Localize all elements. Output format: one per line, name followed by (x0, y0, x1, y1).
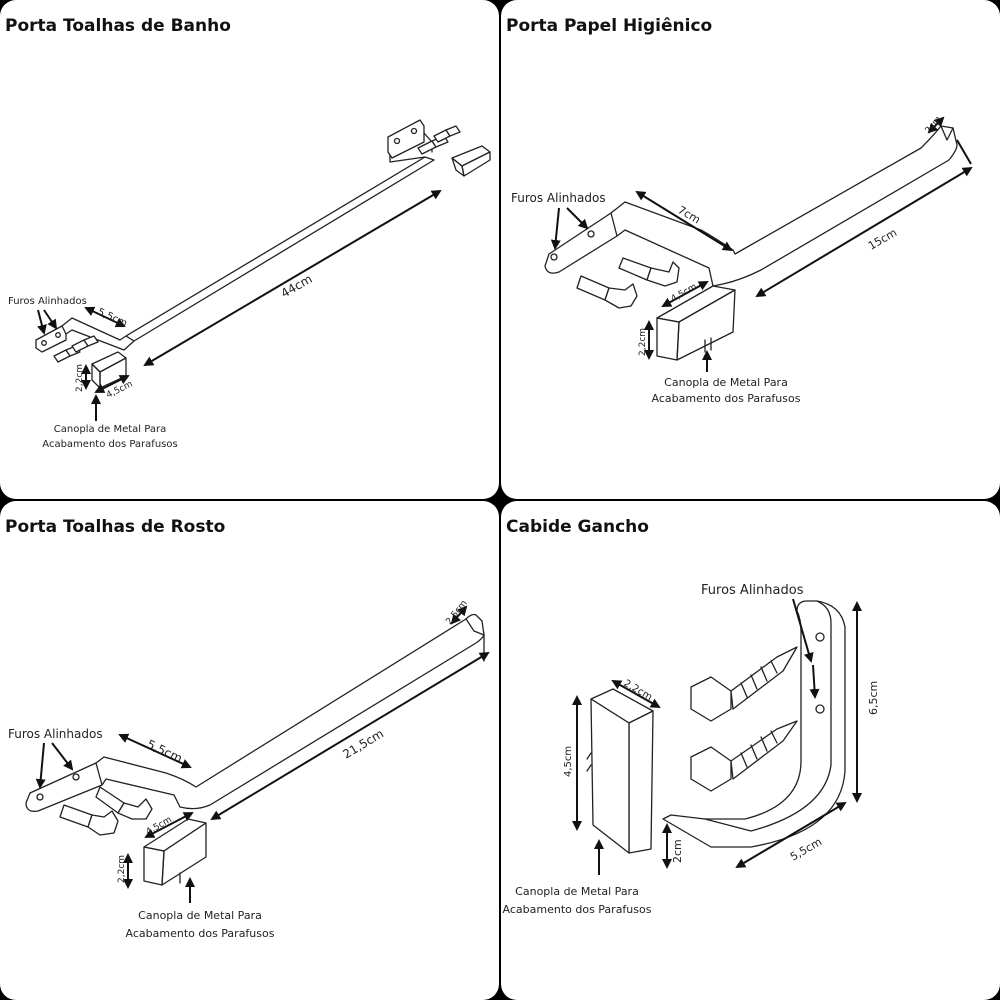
canopy-label-line1: Canopla de Metal Para (515, 885, 639, 898)
screw-icon (95, 786, 153, 820)
screw-icon (690, 720, 798, 792)
panel-title: Cabide Gancho (506, 517, 649, 537)
panel-title: Porta Toalhas de Banho (5, 16, 231, 36)
dim-height-label: 6,5cm (867, 681, 880, 715)
dim-length-label: 21,5cm (340, 726, 386, 761)
screw-icon (433, 125, 461, 143)
mounting-plate-left (35, 325, 67, 353)
dim-cap-height-label: 4,5cm (563, 746, 574, 777)
canopy-label-line1: Canopla de Metal Para (138, 909, 262, 922)
holes-label: Furos Alinhados (8, 727, 103, 741)
canopy-label-line1: Canopla de Metal Para (664, 376, 788, 389)
mounting-plate-right (387, 119, 425, 159)
dim-length-arrow (143, 189, 442, 367)
mounting-plate (25, 762, 103, 812)
panel-face-towel-holder: Porta Toalhas de Rosto 5,5cm 21,5cm 2,5c… (0, 501, 499, 1000)
canopy-label-line2: Acabamento dos Parafusos (503, 903, 652, 916)
dim-depth-label: 5,5cm (96, 307, 129, 330)
panel-bath-towel-holder: Porta Toalhas de Banho (0, 0, 499, 499)
dim-depth-label: 5,5cm (145, 737, 185, 765)
holes-label: Furos Alinhados (511, 191, 606, 205)
dim-tip-label: 2cm (924, 115, 944, 136)
screw-icon (618, 257, 680, 287)
hook-drawing: 2,2cm 4,5cm 6,5cm 5,5cm 2cm Furos Alinha… (503, 583, 880, 916)
holes-label: Furos Alinhados (8, 296, 87, 307)
paper-arm (610, 125, 958, 287)
panel-title: Porta Papel Higiênico (506, 16, 713, 36)
mounting-plate (544, 212, 618, 274)
screw-icon (690, 646, 798, 722)
towel-bar (125, 156, 435, 342)
canopy-label-line2: Acabamento dos Parafusos (126, 927, 275, 940)
canopy-label-line1: Canopla de Metal Para (54, 424, 166, 435)
dim-tip-label: 2,5cm (444, 599, 469, 627)
canopy-label-line2: Acabamento dos Parafusos (652, 392, 801, 405)
dim-lip-label: 2cm (671, 839, 684, 863)
panel-toilet-paper-holder: Porta Papel Higiênico 7cm 15cm 2cm (501, 0, 1000, 499)
screw-icon (576, 275, 638, 309)
panel-hook: Cabide Gancho 2,2cm 4,5cm 6,5cm 5,5cm (501, 501, 1000, 1000)
dim-cap-height-label: 2,2cm (117, 855, 127, 883)
towel-arm (95, 613, 485, 810)
screw-icon (59, 804, 119, 836)
dim-depth-label: 5,5cm (788, 835, 824, 863)
canopy-label-line2: Acabamento dos Parafusos (42, 439, 177, 450)
screw-icon (71, 335, 99, 353)
toilet-paper-holder-drawing: 7cm 15cm 2cm 4,5cm 2,2cm Furos Alinhados… (511, 115, 973, 405)
dim-length-label: 15cm (866, 226, 899, 253)
face-towel-holder-drawing: 5,5cm 21,5cm 2,5cm 4,5cm 2,2cm Furos Ali… (8, 599, 490, 940)
panel-title: Porta Toalhas de Rosto (5, 517, 226, 537)
bath-towel-holder-drawing: 44cm 5,5cm 2,2cm 4,5cm Furos Alinhados C… (8, 119, 491, 450)
bracket-left (61, 317, 135, 351)
holes-label: Furos Alinhados (701, 583, 804, 598)
dim-cap-height-label: 2,2cm (75, 364, 85, 392)
dim-cap-height-label: 2,2cm (638, 328, 648, 356)
